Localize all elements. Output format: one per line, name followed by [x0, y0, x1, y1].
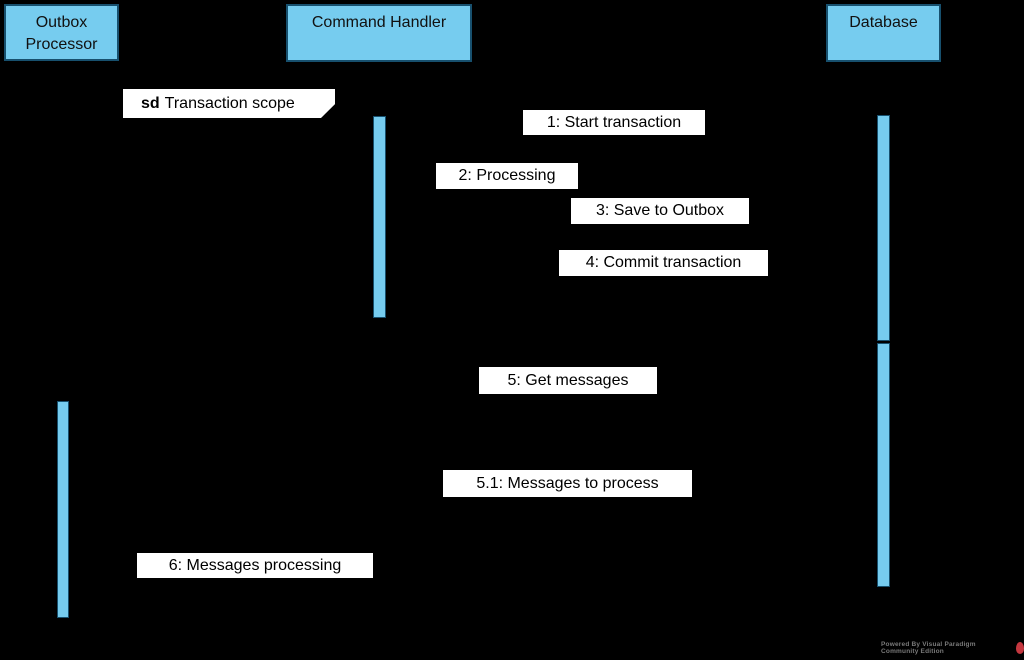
- frame-title: Transaction scope: [164, 94, 295, 112]
- message-label-start-transaction: 1: Start transaction: [523, 110, 705, 135]
- visual-paradigm-logo-icon: [1015, 642, 1024, 654]
- watermark: Powered By Visual Paradigm Community Edi…: [881, 641, 1024, 655]
- message-label-processing: 2: Processing: [436, 163, 578, 189]
- participant-label: Command Handler: [311, 14, 447, 31]
- participant-command-handler: Command Handler: [286, 4, 472, 62]
- frame-keyword: sd: [141, 94, 160, 112]
- message-label-messages-processing: 6: Messages processing: [137, 553, 373, 578]
- activation-bar-database-1: [877, 115, 890, 341]
- activation-bar-outbox-processor: [57, 401, 69, 618]
- participant-label: Outbox Processor: [25, 14, 98, 53]
- watermark-text: Powered By Visual Paradigm Community Edi…: [881, 641, 976, 655]
- message-label-get-messages: 5: Get messages: [479, 367, 657, 394]
- participant-outbox-processor: Outbox Processor: [4, 4, 119, 61]
- frame-label-sd-transaction-scope: sd Transaction scope: [123, 89, 335, 118]
- participant-label: Database: [849, 14, 918, 31]
- message-label-commit-transaction: 4: Commit transaction: [559, 250, 768, 276]
- activation-bar-command-handler: [373, 116, 386, 318]
- message-label-messages-to-process: 5.1: Messages to process: [443, 470, 692, 497]
- participant-database: Database: [826, 4, 941, 62]
- activation-bar-database-2: [877, 343, 890, 587]
- message-label-save-to-outbox: 3: Save to Outbox: [571, 198, 749, 224]
